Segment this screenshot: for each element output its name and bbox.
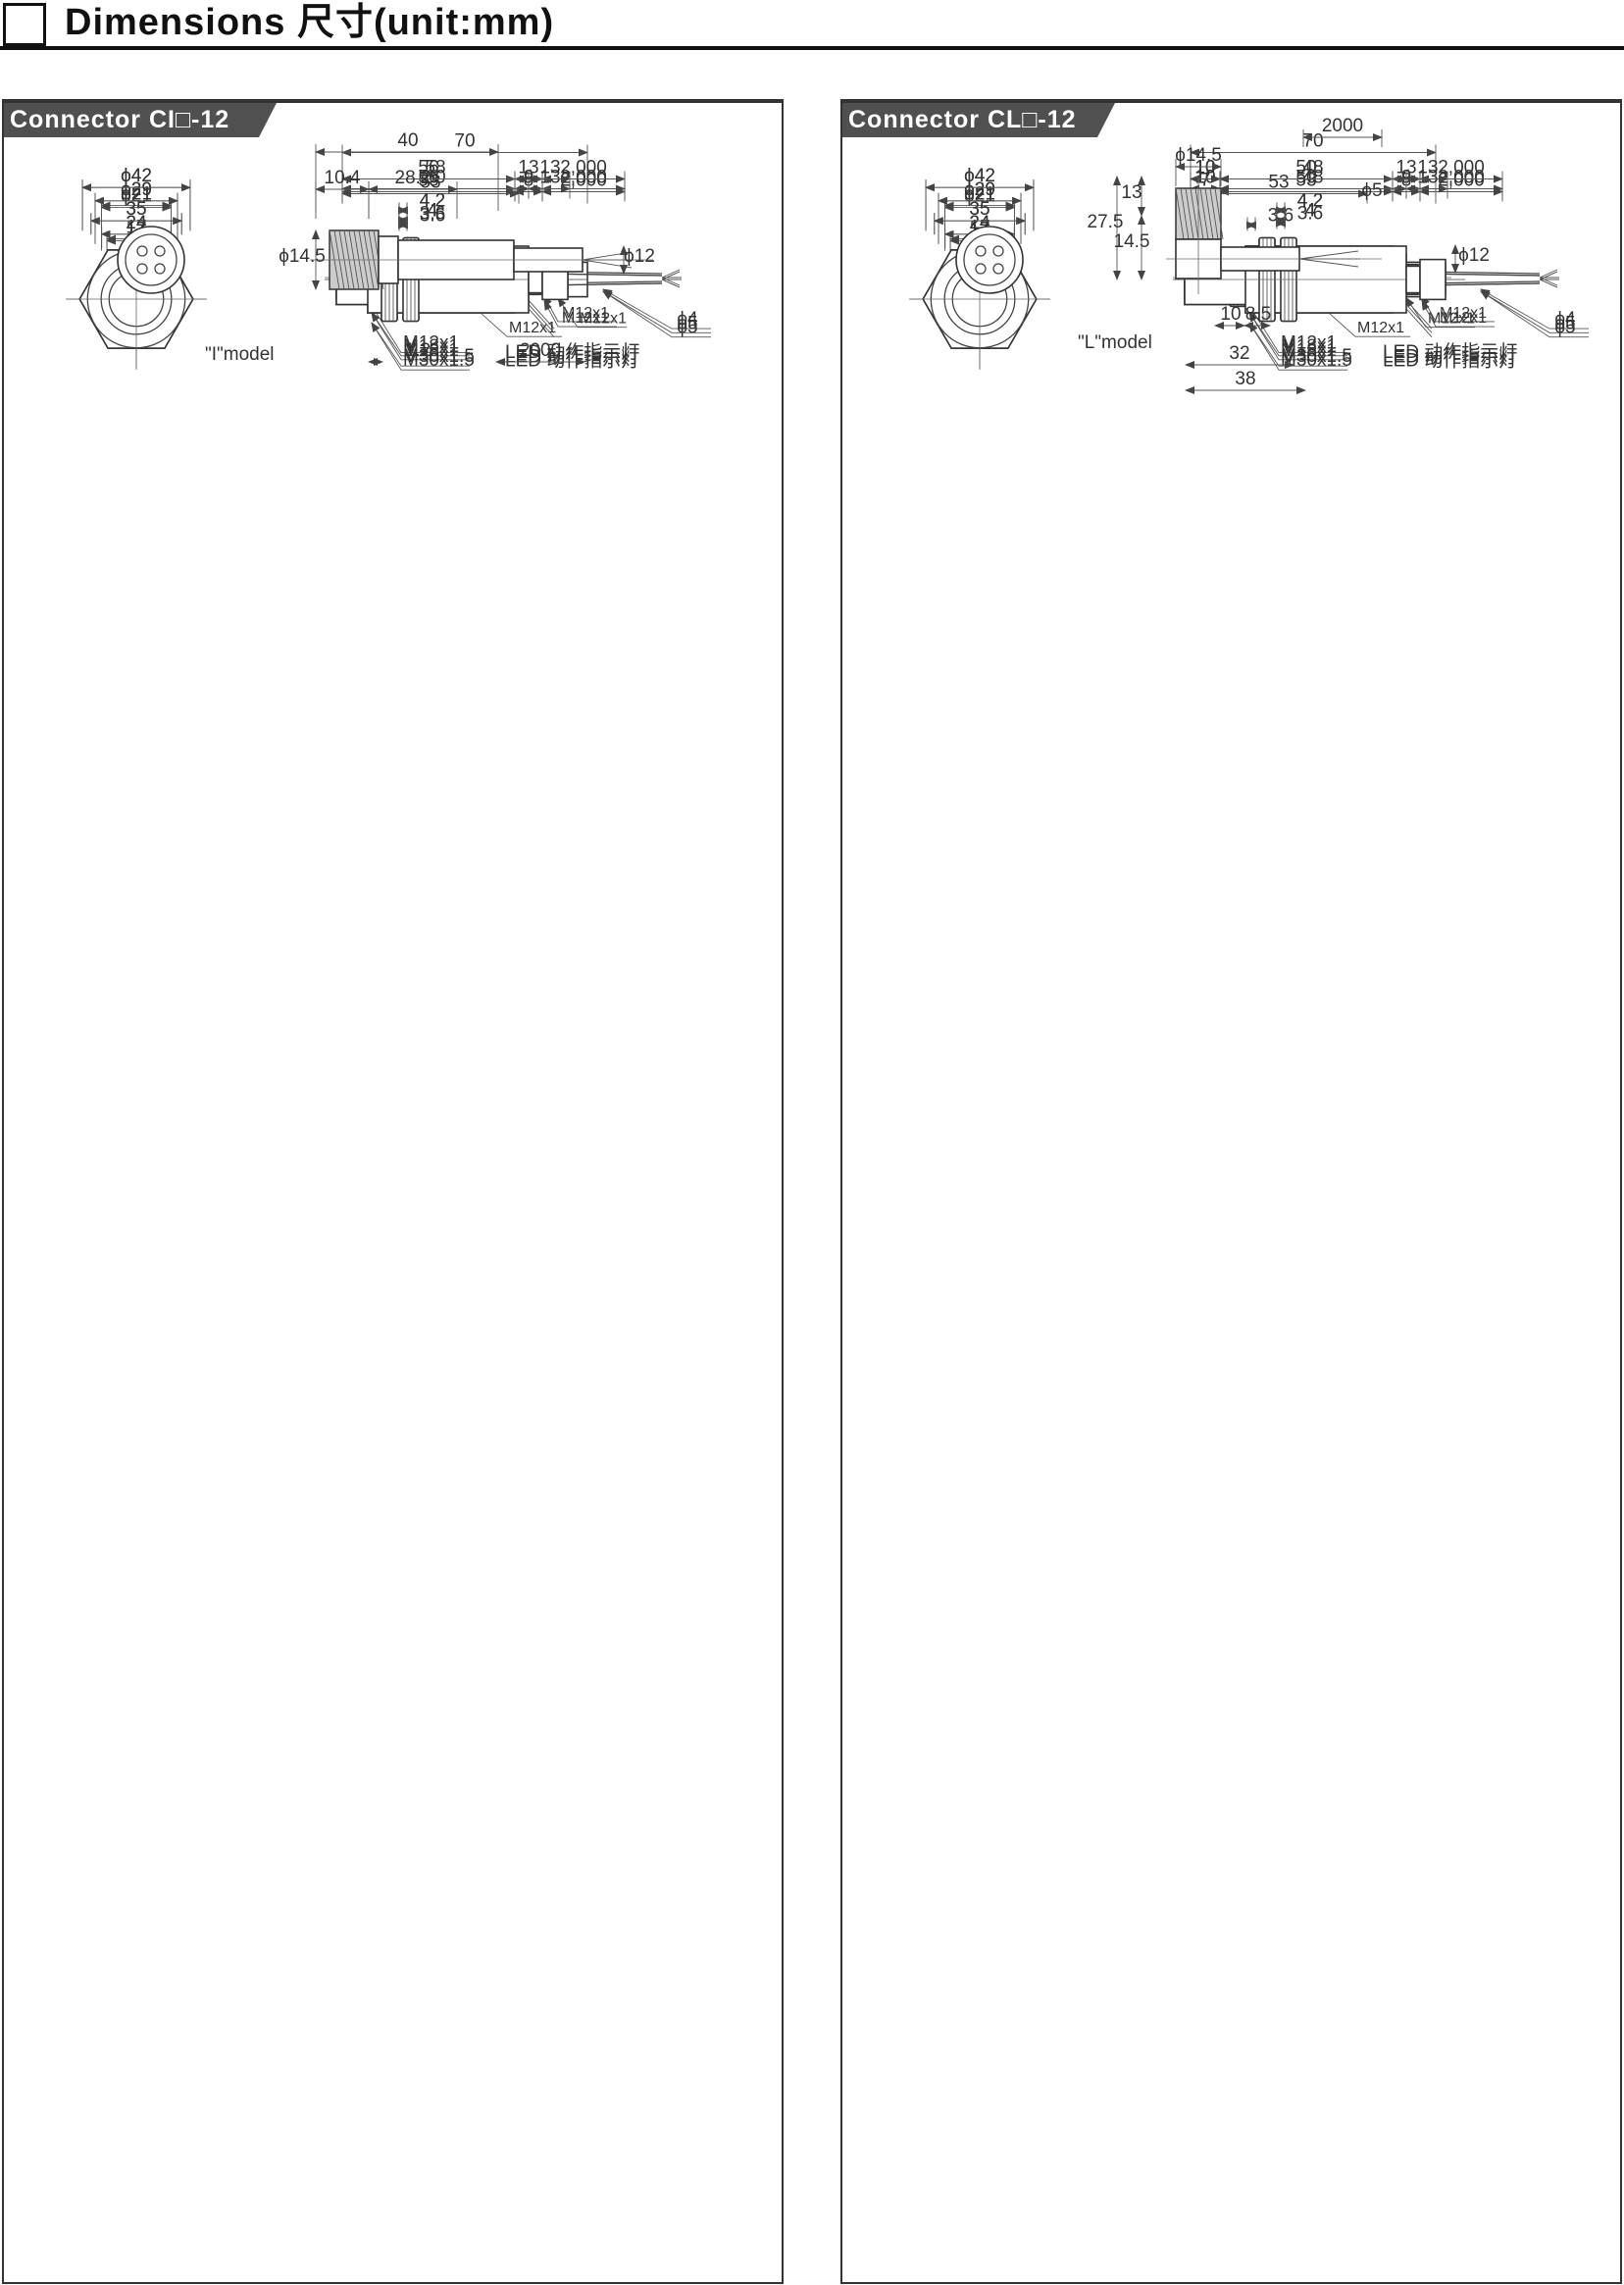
thread-label: M12x1 [1357, 320, 1404, 336]
nut-width-label: 4 [1305, 201, 1316, 222]
connector-face-icon [955, 226, 1024, 294]
cable-diameter-label: ϕ5 [677, 318, 697, 338]
thread-label: M30x1.5 [1281, 346, 1352, 367]
body-length-label: 56 [418, 158, 438, 178]
header-rule [0, 46, 1624, 50]
tail-length-label: 13 [1396, 158, 1416, 178]
body-length-label: 28.2 [395, 168, 431, 188]
connector-face-icon [117, 226, 185, 294]
total-length-label: 40 [397, 130, 418, 151]
page-title: Dimensions 尺寸(unit:mm) [65, 2, 555, 43]
plug-thread-label: M12x1 [562, 310, 609, 327]
thread-label: M12x1 [1281, 333, 1337, 354]
nut-width-label: 4.2 [1297, 191, 1323, 212]
thread-label: M12x1 [403, 333, 459, 354]
outer-diameter-label: ϕ42 [121, 166, 152, 186]
nut-width-label: 3.6 [1268, 206, 1294, 227]
width-a-label: 10 [1220, 304, 1241, 325]
diameter-label: ϕ14.5 [1175, 145, 1222, 166]
panel-connector-cl: Connector CL□-12 "L"model ϕ14.5 2000 ϕ5 ϕ12 27… [842, 101, 1620, 413]
diameter-label: ϕ14.5 [279, 246, 326, 267]
total-length-label: 70 [454, 131, 475, 152]
cable-length-label: 2000 [1322, 116, 1363, 136]
led-indicator-label: LED 动作指示灯 [1383, 341, 1517, 363]
thread-label: M12x1 [509, 320, 556, 336]
panel-connector-ci: Connector CI□-12 "I"model 40 10.4 28.2 ϕ14.5 ϕ… [4, 101, 782, 413]
height-a-label: 14.5 [1114, 231, 1150, 252]
led-indicator-label: LED 动作指示灯 [505, 341, 639, 363]
nut-width-label: 4.2 [420, 191, 445, 212]
panel-title-tab: Connector CI□-12 [4, 103, 277, 137]
nut-width-label: 4 [1305, 201, 1316, 222]
height-total-label: 27.5 [1088, 212, 1124, 232]
cable-diameter-label: ϕ4 [677, 309, 698, 330]
panel-title-tab: Connector CL□-12 [842, 103, 1115, 137]
body-length-label: 48 [1302, 158, 1323, 178]
hex-flat-label: 35 [126, 199, 146, 220]
nut-width-label: 4.2 [1297, 191, 1323, 212]
width-b-label: 8.5 [1245, 304, 1271, 325]
plug-thread-label: M12x1 [580, 311, 627, 328]
nut-width-label: 4 [428, 201, 438, 222]
grip-length-label: 10.4 [325, 168, 361, 188]
nut-width-label: 4 [428, 201, 438, 222]
plug-thread-label: M12x1 [1440, 310, 1487, 327]
model-label: "I"model [205, 344, 275, 365]
body-length-label: 50 [1295, 158, 1316, 178]
led-indicator-label: LED 动作指示灯 [1383, 350, 1517, 372]
plug-thread-label: M12x1 [562, 305, 609, 322]
page-header: Dimensions 尺寸(unit:mm) [0, 0, 1624, 51]
led-indicator-label: LED 动作指示灯 [1383, 345, 1517, 367]
width-c-label: 32 [1229, 343, 1249, 364]
cable-diameter-label: ϕ5 [1361, 180, 1382, 201]
hex-flat-label: 35 [126, 199, 146, 220]
plug-thread-label: M12x1 [1440, 305, 1487, 322]
cable-length-label: 2,000 [1438, 158, 1485, 178]
height-b-label: 13 [1121, 182, 1142, 203]
thread-label: M30x1.5 [403, 346, 475, 367]
outer-diameter-label: ϕ12 [624, 246, 655, 267]
model-label: "L"model [1078, 332, 1152, 353]
nut-width-label: 3.6 [420, 206, 445, 227]
plug-thread-label: M12x1 [1428, 311, 1475, 328]
cable-diameter-label: ϕ5 [1554, 318, 1575, 338]
width-d-label: 38 [1235, 369, 1255, 389]
nut-width-label: 3.6 [420, 204, 445, 225]
tail-length-label: 13 [539, 158, 560, 178]
cable-length-label: 2000 [520, 340, 561, 361]
thread-label: M18x1 [403, 336, 459, 357]
body-length-label: 58 [425, 158, 445, 178]
tail-length-label: 13 [1417, 158, 1438, 178]
cable-length-label: 2,000 [560, 158, 607, 178]
outer-diameter-label: ϕ42 [964, 166, 995, 186]
hex-flat-label: 35 [969, 199, 990, 220]
hex-flat-label: 35 [969, 199, 990, 220]
cable-diameter-label: ϕ5 [677, 313, 697, 333]
cable-diameter-label: ϕ5 [1554, 313, 1575, 333]
header-checkbox-icon [3, 3, 46, 46]
tail-length-label: 13 [518, 158, 538, 178]
nut-width-label: 3.6 [1297, 204, 1323, 225]
outer-diameter-label: ϕ42 [121, 166, 152, 186]
thread-label: M18x1 [1281, 336, 1337, 357]
gap-label: 1.2 [405, 340, 431, 361]
nut-width-label: 4.2 [420, 191, 445, 212]
outer-diameter-label: ϕ42 [964, 166, 995, 186]
outer-diameter-label: ϕ12 [1458, 245, 1490, 266]
cable-diameter-label: ϕ4 [1554, 309, 1576, 330]
drawing-canvas: "I"model 40 10.4 28.2 ϕ14.5 ϕ12 1.2 2000 [117, 130, 655, 366]
